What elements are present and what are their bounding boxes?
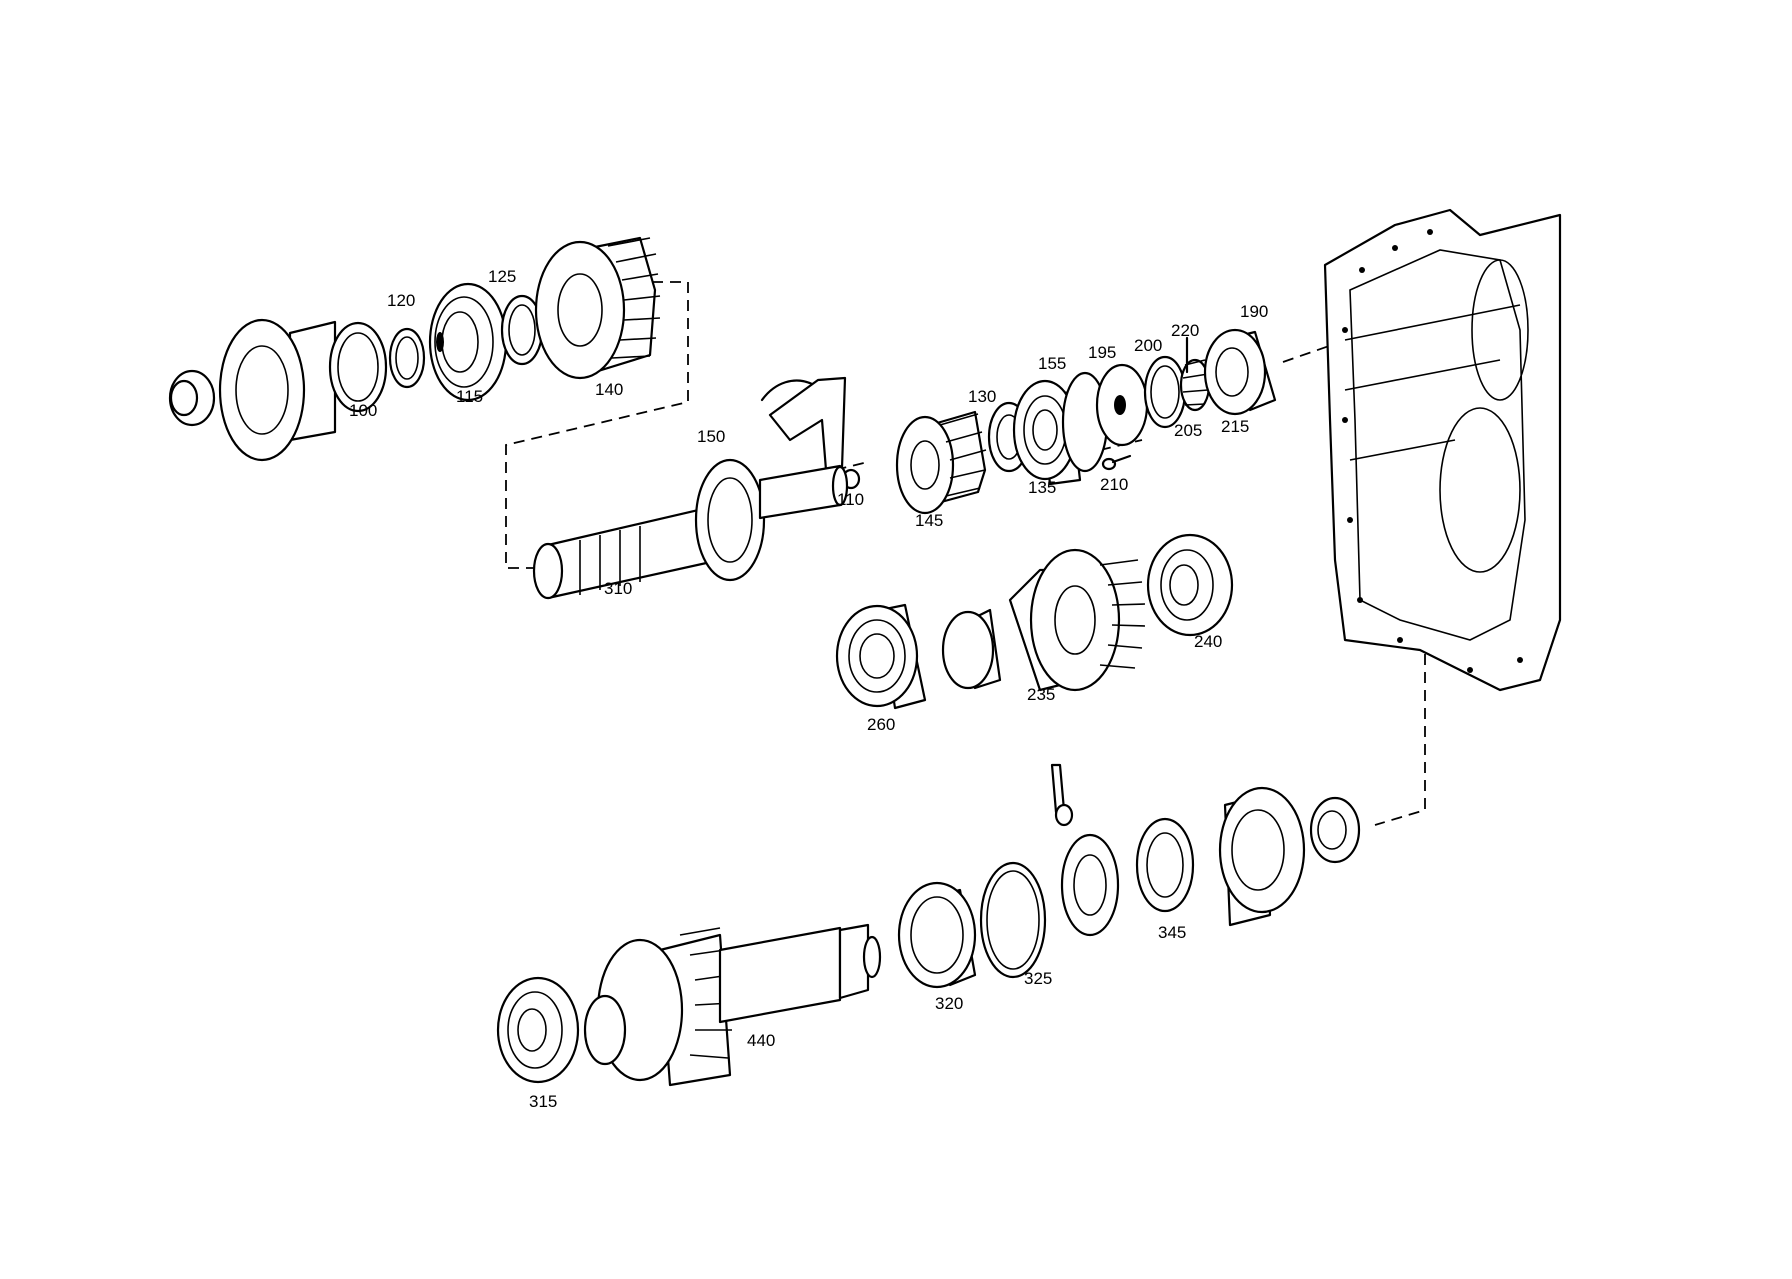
part-135-bearing <box>1012 379 1082 486</box>
callout-315: 315 <box>529 1092 557 1111</box>
callout-215: 215 <box>1221 417 1249 436</box>
part-320-bearing <box>897 881 977 989</box>
output-flange <box>218 318 337 462</box>
callout-220: 220 <box>1171 321 1199 340</box>
callout-145: 145 <box>915 511 943 530</box>
part-310-shaft <box>532 458 849 600</box>
part-210-screw <box>1101 454 1132 471</box>
part-240-bearing <box>1146 533 1234 637</box>
speedometer-drive-pin <box>1050 763 1074 827</box>
part-125-washer <box>500 294 544 366</box>
callout-310: 310 <box>604 579 632 598</box>
transmission-housing <box>1323 208 1562 692</box>
callout-140: 140 <box>595 380 623 399</box>
part-145-gear <box>895 410 987 515</box>
callout-125: 125 <box>488 267 516 286</box>
callout-260: 260 <box>867 715 895 734</box>
part-200-ring <box>1143 355 1187 429</box>
callout-135: 135 <box>1028 478 1056 497</box>
callout-155: 155 <box>1038 354 1066 373</box>
part-150-shift-fork <box>760 376 847 472</box>
callout-labels: 100 110 115 120 125 130 135 140 145 150 … <box>349 267 1268 1111</box>
callout-240: 240 <box>1194 632 1222 651</box>
callout-440: 440 <box>747 1031 775 1050</box>
part-440-output-shaft <box>583 923 882 1087</box>
callout-345: 345 <box>1158 923 1186 942</box>
callout-205: 205 <box>1174 421 1202 440</box>
part-260-bearing <box>835 603 927 710</box>
part-100-seal <box>328 321 388 413</box>
callout-190: 190 <box>1240 302 1268 321</box>
part-315-bearing <box>496 976 580 1084</box>
callout-130: 130 <box>968 387 996 406</box>
callout-320: 320 <box>935 994 963 1013</box>
part-325-ring <box>979 861 1047 979</box>
flange-nut <box>168 369 216 427</box>
callout-210: 210 <box>1100 475 1128 494</box>
callout-100: 100 <box>349 401 377 420</box>
callout-195: 195 <box>1088 343 1116 362</box>
callout-200: 200 <box>1134 336 1162 355</box>
callout-110: 110 <box>837 490 864 509</box>
part-115-bearing <box>428 282 508 402</box>
callout-235: 235 <box>1027 685 1055 704</box>
part-235-cluster-gear <box>941 548 1146 692</box>
rear-flange <box>1218 786 1306 927</box>
callout-120: 120 <box>387 291 415 310</box>
part-120-ring <box>388 327 426 389</box>
part-195-disc <box>1095 363 1149 447</box>
callout-325: 325 <box>1024 969 1052 988</box>
rear-nut <box>1309 796 1361 864</box>
part-140-gear <box>534 236 661 380</box>
callout-150: 150 <box>697 427 725 446</box>
callout-115: 115 <box>456 387 483 406</box>
part-345-seal <box>1135 817 1195 913</box>
speedometer-gear <box>1060 833 1120 937</box>
part-215-cap <box>1203 328 1277 416</box>
